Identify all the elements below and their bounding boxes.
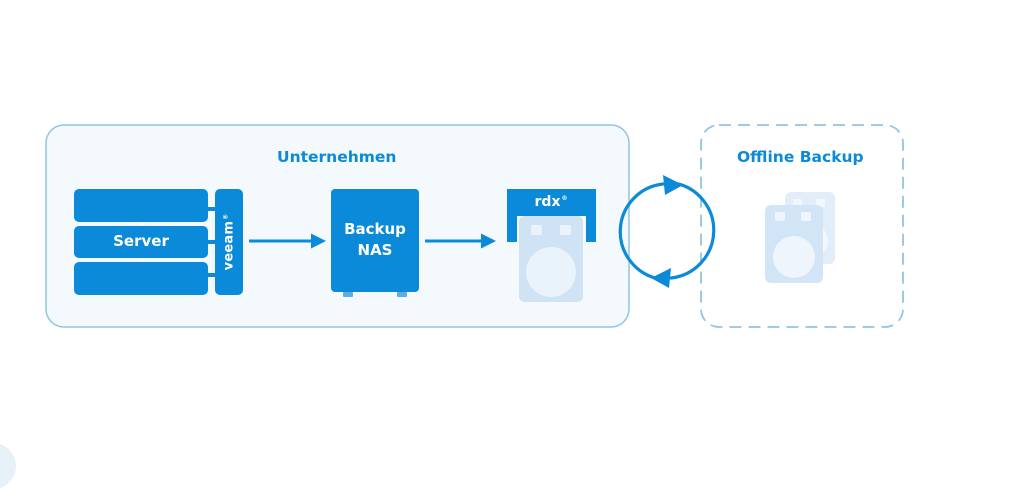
- rdx-drive-icon: [507, 189, 596, 302]
- veeam-label-text: veeam: [221, 220, 237, 271]
- rdx-label-text: rdx: [534, 194, 561, 210]
- nas-label-line2: NAS: [357, 241, 393, 259]
- nas-label: Backup NAS: [331, 219, 419, 261]
- backup-diagram: [45, 124, 904, 328]
- nas-label-line1: Backup: [344, 220, 406, 238]
- server-stack-icon: [74, 189, 208, 295]
- rdx-cartridge-icon: [765, 205, 823, 283]
- company-label: Unternehmen: [277, 148, 397, 166]
- offline-label: Offline Backup: [737, 148, 864, 166]
- rotation-arrowhead-bottom: [651, 268, 671, 288]
- nas-box-icon: [331, 189, 419, 297]
- server-veeam-connector: [208, 207, 215, 277]
- rdx-label: rdx®: [535, 194, 568, 210]
- rotation-arrowhead-top: [663, 175, 683, 195]
- rdx-trademark: ®: [561, 195, 568, 203]
- server-label: Server: [113, 232, 169, 250]
- offline-panel: [700, 124, 904, 328]
- veeam-bar: [215, 189, 243, 295]
- veeam-trademark: ®: [222, 213, 230, 220]
- rotation-cycle-icon: [618, 175, 716, 288]
- veeam-label: veeam®: [222, 214, 237, 271]
